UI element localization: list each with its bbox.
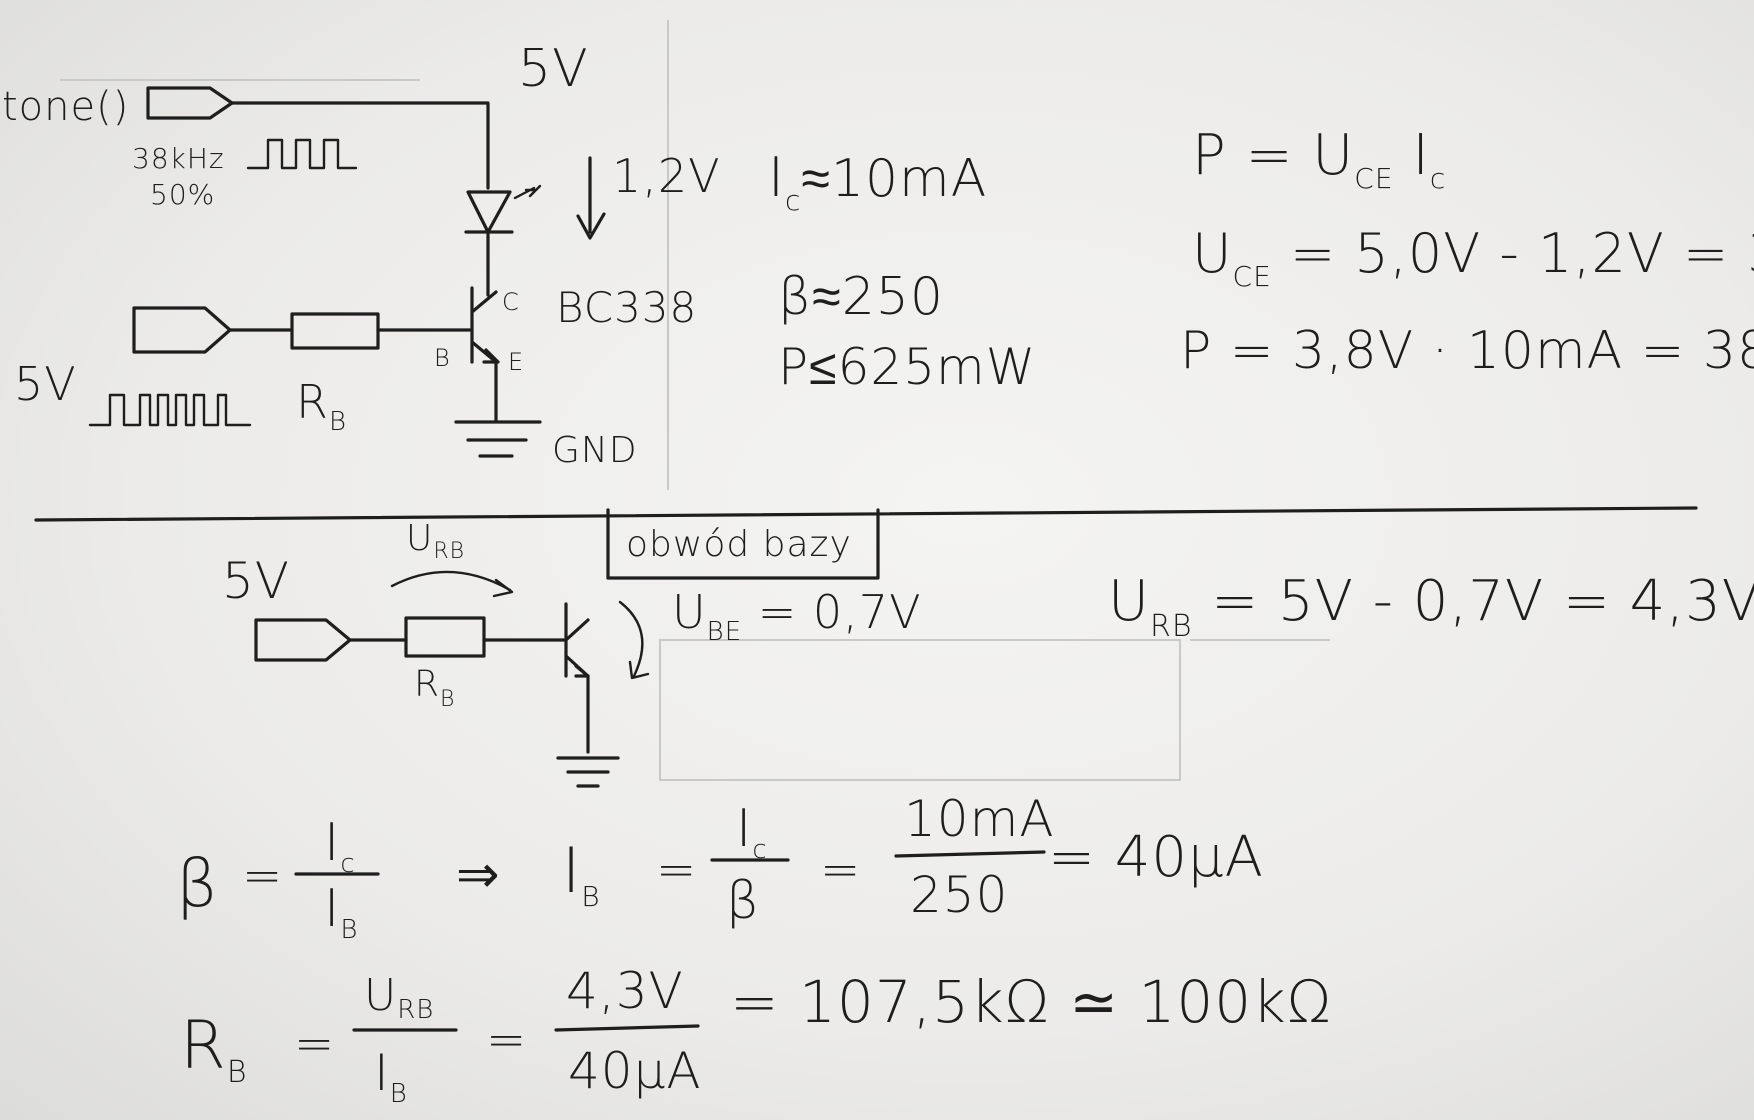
paper-texture — [60, 20, 1330, 781]
urb-arrow — [390, 570, 514, 598]
led-arrow-icon — [513, 184, 542, 200]
ib-result: = 40μA — [1048, 825, 1264, 890]
frac-ic: Ic — [324, 813, 356, 879]
frac-40ua: 40μA — [568, 1042, 702, 1100]
frac-urb: URB — [364, 970, 434, 1025]
led-drop-label: 1,2V — [612, 149, 721, 203]
rb-resistor-base — [404, 616, 486, 658]
ic-label: Ic≈10mA — [768, 146, 987, 217]
urb-equation: URB = 5V - 0,7V = 4,3V — [1108, 569, 1754, 644]
input-voltage-label: 5V — [14, 357, 77, 411]
clock-waveform-icon — [246, 138, 358, 170]
pmax-label: P≤625mW — [778, 338, 1036, 396]
gnd-symbol — [454, 420, 542, 458]
base-transistor-symbol — [564, 602, 590, 678]
base-supply-label: 5V — [222, 552, 290, 610]
voltage-drop-arrow — [576, 156, 606, 240]
base-input-connector — [254, 618, 352, 662]
frac-250: 250 — [910, 866, 1008, 924]
duty-label: 50% — [150, 178, 215, 211]
urb-label: URB — [406, 518, 465, 564]
burst-waveform-icon — [88, 393, 252, 427]
base-gnd-symbol — [556, 756, 620, 788]
rb-label-base: RB — [414, 664, 455, 712]
frac-43v: 4,3V — [566, 962, 684, 1020]
input-connector — [132, 306, 232, 354]
power-eq-3: P = 3,8V · 10mA = 38mW — [1180, 321, 1754, 381]
beta-formula: β = Ic IB ⇒ IB = Ic β = 10mA 250 = 40μA — [176, 790, 1264, 945]
base-circuit-title: obwód bazy — [626, 524, 852, 565]
section-divider — [34, 506, 1698, 522]
transistor-symbol — [470, 286, 500, 364]
frac-ic-2: Ic — [736, 799, 768, 865]
ube-label: UBE = 0,7V — [672, 585, 922, 647]
frac-ib-2: IB — [374, 1044, 408, 1109]
pin-c-label: C — [502, 288, 520, 316]
eq-sign: = — [242, 848, 283, 904]
eq-sign: = — [294, 1016, 335, 1072]
power-eq-2: UCE = 5,0V - 1,2V = 3,8V — [1192, 222, 1754, 293]
transistor-label: BC338 — [556, 283, 697, 332]
power-eq-1: P = UCE Ic — [1192, 123, 1446, 195]
base-circuit-title-box — [606, 508, 880, 580]
frac-10ma: 10mA — [904, 790, 1055, 848]
supply-wire — [230, 101, 490, 190]
rb-resistor-top — [290, 312, 380, 350]
ib-symbol: IB — [562, 834, 601, 913]
eq-sign: = — [820, 842, 861, 898]
rb-result: = 107,5kΩ ≃ 100kΩ — [730, 968, 1332, 1036]
tone-connector — [146, 86, 234, 120]
tone-label: tone() — [2, 84, 129, 130]
base-circuit: obwód bazy 5V URB RB UBE = 0,7V URB = 5V… — [222, 508, 1754, 788]
supply-top-label: 5V — [518, 39, 589, 99]
pin-b-label: B — [434, 344, 451, 372]
rb-formula: RB = URB IB = 4,3V 40μA = 107,5kΩ ≃ 100k… — [180, 962, 1332, 1109]
implies-arrow: ⇒ — [456, 845, 501, 905]
frac-ib: IB — [324, 879, 358, 945]
beta-label: β≈250 — [778, 267, 944, 327]
top-circuit: tone() 38kHz 50% 5V 1,2V Ic≈10mA C B E B… — [2, 39, 1036, 471]
led-symbol — [464, 190, 514, 234]
eq-sign: = — [486, 1012, 527, 1068]
rb-label-top: RB — [296, 375, 347, 437]
freq-label: 38kHz — [132, 142, 225, 175]
ube-arrow — [618, 600, 650, 680]
beta-symbol: β — [176, 845, 219, 922]
rb-symbol: RB — [180, 1007, 248, 1090]
gnd-label: GND — [552, 430, 638, 471]
eq-sign: = — [656, 842, 697, 898]
pin-e-label: E — [508, 348, 524, 376]
power-equations: P = UCE Ic UCE = 5,0V - 1,2V = 3,8V P = … — [1180, 123, 1754, 381]
frac-beta: β — [726, 871, 760, 931]
